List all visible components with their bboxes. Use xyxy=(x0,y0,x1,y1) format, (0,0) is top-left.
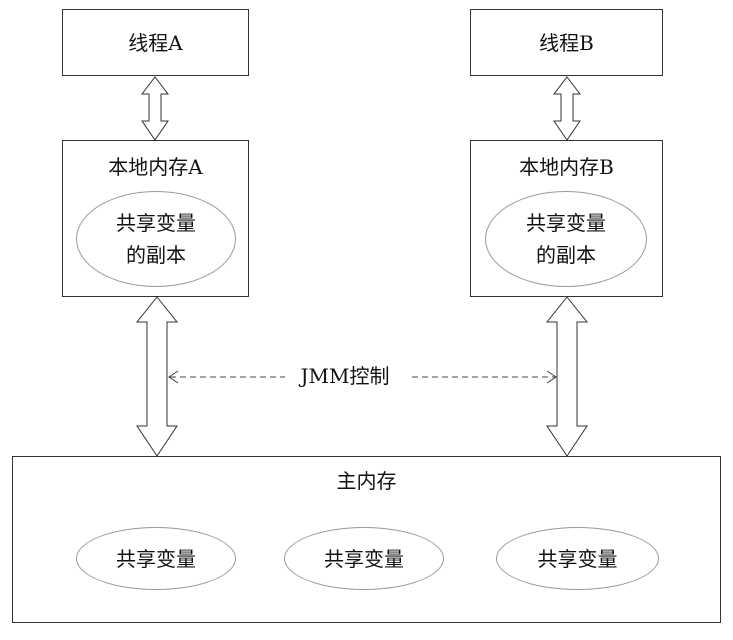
thread-b-box: 线程B xyxy=(470,9,663,76)
shared-var-3-text: 共享变量 xyxy=(537,546,618,571)
local-memory-b-shared-copy: 共享变量 的副本 xyxy=(485,191,647,287)
thread-a-label: 线程A xyxy=(128,31,183,55)
main-memory-box: 主内存 共享变量 共享变量 共享变量 xyxy=(12,456,721,623)
local-memory-a-copy-line1: 共享变量 xyxy=(116,211,196,235)
local-memory-b-box: 本地内存B 共享变量 的副本 xyxy=(470,140,663,297)
main-memory-shared-var-2: 共享变量 xyxy=(284,527,444,590)
jmm-arrowhead-left xyxy=(168,370,179,384)
jmm-arrowhead-right xyxy=(546,370,557,384)
double-arrow-thread-a-local-a xyxy=(140,76,170,141)
jmm-control-label: JMM控制 xyxy=(285,364,405,388)
local-memory-a-copy-line2: 的副本 xyxy=(126,243,186,267)
thread-b-label: 线程B xyxy=(539,31,594,55)
local-memory-b-copy-line1: 共享变量 xyxy=(526,211,606,235)
local-memory-a-shared-copy: 共享变量 的副本 xyxy=(76,191,236,287)
thread-a-box: 线程A xyxy=(62,9,249,76)
shared-var-1-text: 共享变量 xyxy=(116,546,196,571)
main-memory-shared-var-1: 共享变量 xyxy=(76,527,236,590)
local-memory-a-box: 本地内存A 共享变量 的副本 xyxy=(62,140,249,297)
local-memory-b-copy-line2: 的副本 xyxy=(536,243,596,267)
main-memory-label: 主内存 xyxy=(336,469,397,493)
local-memory-b-label: 本地内存B xyxy=(519,155,614,179)
shared-var-2-text: 共享变量 xyxy=(324,546,404,571)
double-arrow-thread-b-local-b xyxy=(552,76,582,141)
main-memory-shared-var-3: 共享变量 xyxy=(496,527,659,590)
local-memory-a-label: 本地内存A xyxy=(108,155,203,179)
